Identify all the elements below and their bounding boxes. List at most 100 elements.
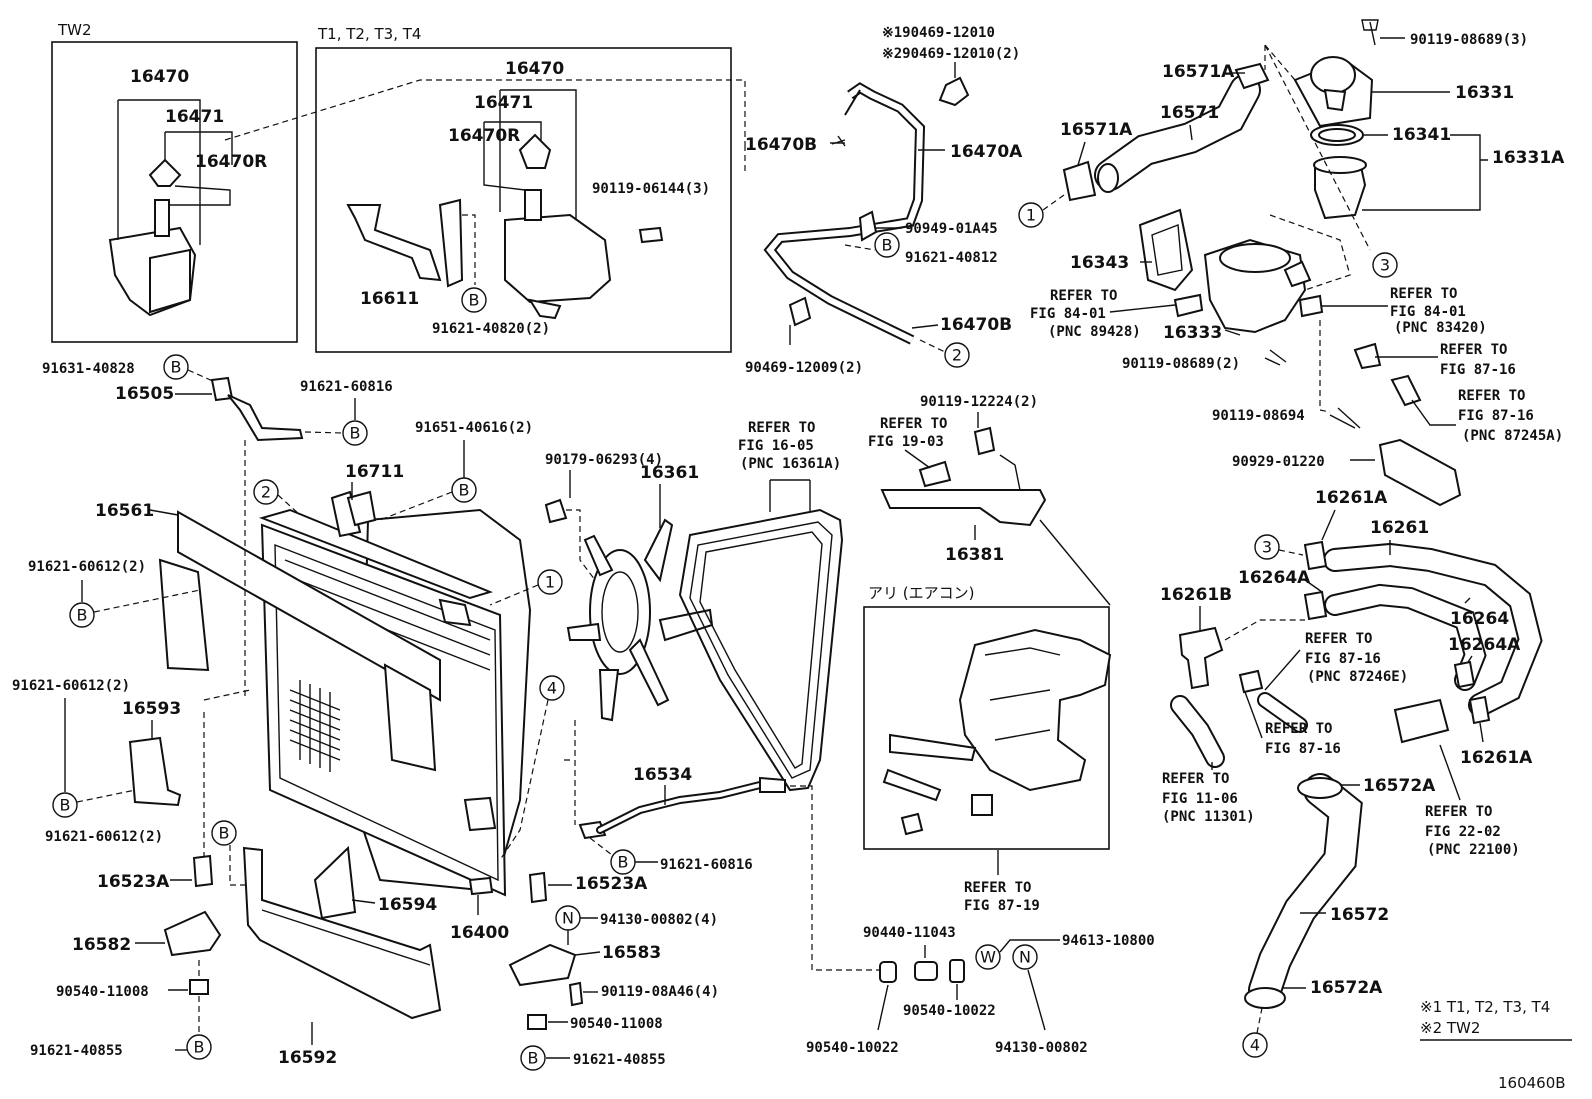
label-16341: 16341	[1392, 125, 1451, 145]
label-16470R-tw2: 16470R	[195, 152, 267, 172]
marker-b-inset-text: B	[469, 291, 480, 310]
label-91621-60612-a: 91621-60612(2)	[28, 559, 146, 575]
marker-1-left-text: 1	[545, 573, 555, 592]
label-16571: 16571	[1160, 103, 1219, 123]
marker-b-91621-40855-a	[186, 1034, 212, 1060]
label-16264: 16264	[1450, 609, 1509, 629]
ref6-line3: (PNC 87245A)	[1462, 428, 1563, 444]
label-16593: 16593	[122, 699, 181, 719]
marker-n-94130	[1012, 944, 1038, 970]
radiator-fins	[289, 680, 341, 772]
ref10-line1: REFER TO	[1425, 804, 1492, 820]
label-16571A-top: 16571A	[1162, 62, 1235, 82]
refer-fig-87-19: REFER TO FIG 87-19	[964, 850, 1040, 914]
marker-b-91621-40812-text: B	[882, 236, 893, 255]
label-91621-40855-b: 91621-40855	[573, 1052, 666, 1068]
label-16572: 16572	[1330, 905, 1389, 925]
refer-fig-87-16-a: REFER TO FIG 87-16	[1375, 342, 1516, 378]
ref11-line2: FIG 87-19	[964, 898, 1040, 914]
label-16534: 16534	[633, 765, 692, 785]
marker-b-91621-60612-b-text: B	[60, 796, 71, 815]
refer-fig-19-03: REFER TO FIG 19-03	[868, 416, 947, 469]
label-16264A-right: 16264A	[1448, 635, 1521, 655]
marker-b-inset	[461, 287, 487, 313]
refer-fig-87-16-87245A: REFER TO FIG 87-16 (PNC 87245A)	[1411, 388, 1563, 444]
label-16470A: 16470A	[950, 142, 1023, 162]
label-16572A-bottom: 16572A	[1310, 978, 1383, 998]
label-16261A-right: 16261A	[1460, 748, 1533, 768]
ref7-line2: FIG 87-16	[1305, 651, 1381, 667]
label-16261A-top: 16261A	[1315, 488, 1388, 508]
label-16594: 16594	[378, 895, 437, 915]
refer-fig-84-01-83420: REFER TO FIG 84-01 (PNC 83420)	[1322, 286, 1487, 336]
refer-fig-87-16-b: REFER TO FIG 87-16	[1244, 691, 1341, 757]
ref7-line1: REFER TO	[1305, 631, 1372, 647]
ref7-line3: (PNC 87246E)	[1307, 669, 1408, 685]
label-16561: 16561	[95, 501, 154, 521]
label-90119-08689-2: 90119-08689(2)	[1122, 356, 1240, 372]
overflow-hose	[763, 76, 970, 345]
label-91621-40820: 91621-40820(2)	[432, 321, 550, 337]
marker-b-91631	[163, 354, 189, 380]
marker-b-91621-60612-c	[211, 820, 237, 846]
ref4-line1: REFER TO	[1390, 286, 1457, 302]
label-90119-08689-3: 90119-08689(3)	[1410, 32, 1528, 48]
label-16261: 16261	[1370, 518, 1429, 538]
marker-b-91621-40812	[874, 232, 900, 258]
label-16381: 16381	[945, 545, 1004, 565]
label-16582: 16582	[72, 935, 131, 955]
header-t1234: T1, T2, T3, T4	[317, 25, 421, 43]
fan-assembly	[566, 518, 714, 722]
label-91621-60612-b: 91621-60612(2)	[12, 678, 130, 694]
ref4-line3: (PNC 83420)	[1394, 320, 1487, 336]
lower-hose-16572	[1244, 773, 1363, 1009]
header-tw2: TW2	[57, 21, 92, 39]
label-16470B-top: 16470B	[745, 135, 817, 155]
label-90440-11043: 90440-11043	[863, 925, 956, 941]
marker-4-left-text: 4	[547, 679, 557, 698]
marker-b-91621-60816-a	[342, 420, 368, 446]
ref4-line2: FIG 84-01	[1390, 304, 1466, 320]
bracket-16381	[880, 426, 1047, 527]
ref1-line1: REFER TO	[748, 420, 815, 436]
ref8-line1: REFER TO	[1265, 721, 1332, 737]
label-90119-08694: 90119-08694	[1212, 408, 1305, 424]
label-90179-06293: 90179-06293(4)	[545, 452, 663, 468]
marker-b-91621-40855-b	[520, 1045, 546, 1071]
label-90119-06144: 90119-06144(3)	[592, 181, 710, 197]
marker-b-91621-60612-a-text: B	[77, 606, 88, 625]
diagram-id: 160460B	[1498, 1074, 1566, 1092]
legend-line-1: ※1 T1, T2, T3, T4	[1420, 998, 1550, 1016]
label-94130-00802-4: 94130-00802(4)	[600, 912, 718, 928]
marker-1-top-text: 1	[1026, 206, 1036, 225]
label-16523A-left: 16523A	[97, 872, 170, 892]
label-91621-60816-a: 91621-60816	[300, 379, 393, 395]
marker-3-right	[1254, 534, 1280, 560]
marker-2-top	[944, 342, 970, 368]
label-90119-12224: 90119-12224(2)	[920, 394, 1038, 410]
marker-4-left	[539, 675, 565, 701]
ref3-line2: FIG 84-01	[1030, 306, 1106, 322]
label-16505: 16505	[115, 384, 174, 404]
label-90540-10022-a: 90540-10022	[806, 1040, 899, 1056]
label-16400: 16400	[450, 923, 509, 943]
marker-2-left-text: 2	[261, 483, 271, 502]
ref10-line3: (PNC 22100)	[1427, 842, 1520, 858]
label-16331: 16331	[1455, 83, 1514, 103]
label-16331A: 16331A	[1492, 148, 1565, 168]
marker-1-left	[537, 569, 563, 595]
v-belt	[678, 508, 844, 792]
label-16333: 16333	[1163, 323, 1222, 343]
label-94613-10800: 94613-10800	[1062, 933, 1155, 949]
label-91621-60612-c: 91621-60612(2)	[45, 829, 163, 845]
inset-t1234: T1, T2, T3, T4	[315, 25, 732, 353]
label-90949-01A45: 90949-01A45	[905, 221, 998, 237]
marker-3-top	[1372, 252, 1398, 278]
marker-b-91631-text: B	[171, 358, 182, 377]
marker-n-94130-4-text: N	[562, 909, 574, 928]
ref9-line1: REFER TO	[1162, 771, 1229, 787]
marker-4-right-text: 4	[1250, 1036, 1260, 1055]
inset-aircon: アリ (エアコン)	[863, 584, 1112, 850]
label-90469-12009: 90469-12009(2)	[745, 360, 863, 376]
